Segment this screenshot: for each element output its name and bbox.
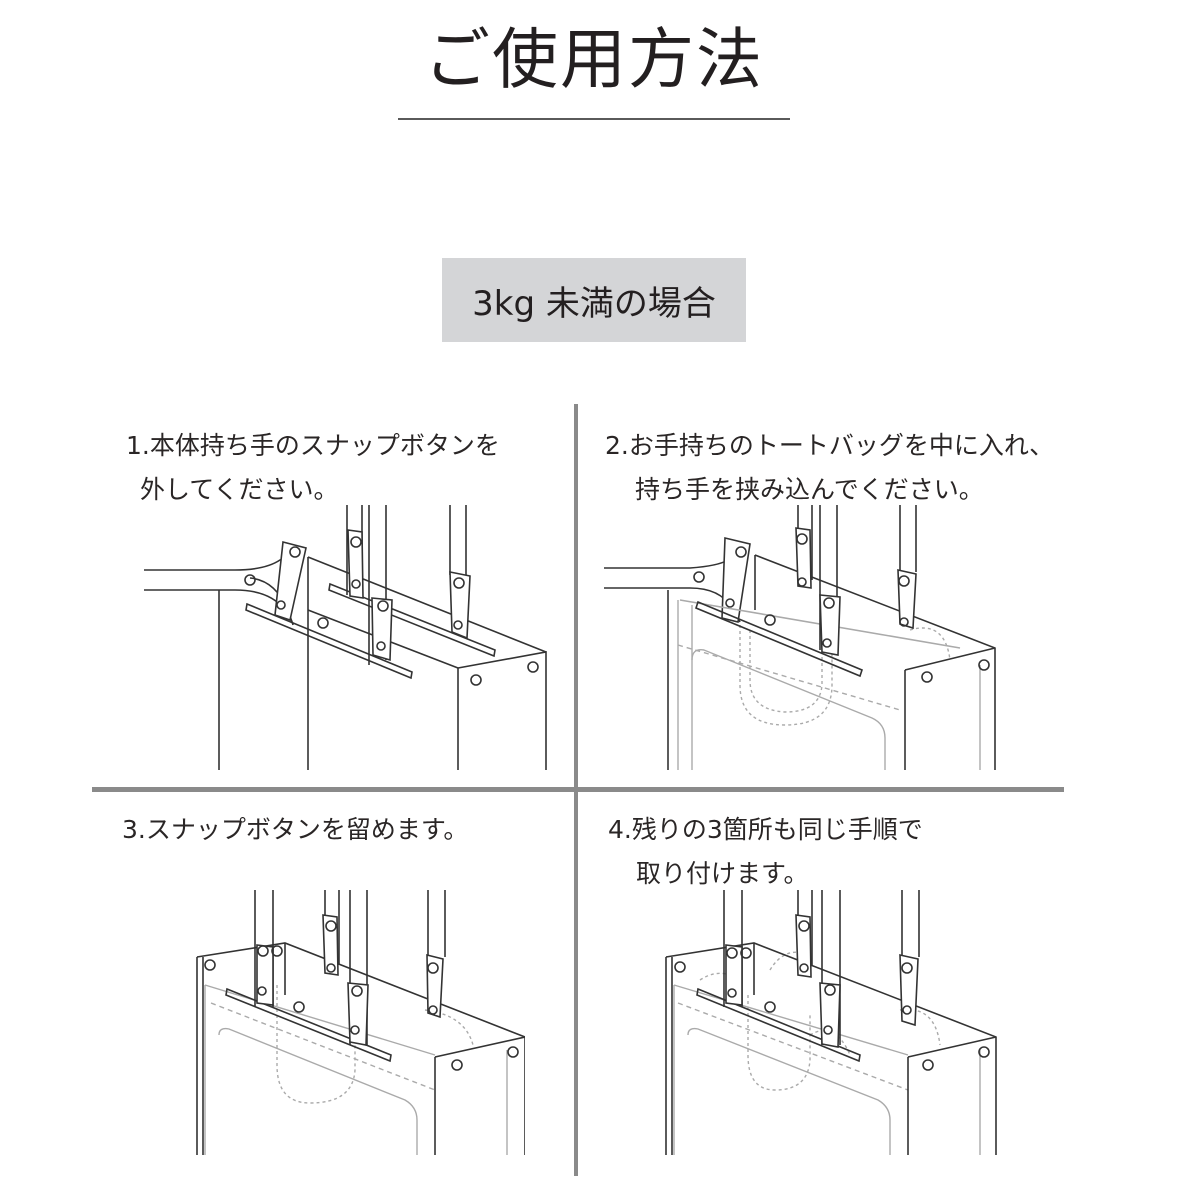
step-3-line-1: 3.スナップボタンを留めます。 [122,815,469,844]
step-1-instruction: 1.本体持ち手のスナップボタンを 外してください。 [126,424,500,512]
step-1-illustration [140,500,560,780]
step-2-line-2: 持ち手を挟み込んでください。 [635,475,984,504]
page-title: ご使用方法 [424,21,764,98]
step-1-line-2: 外してください。 [140,475,339,504]
title-underline [398,118,790,120]
step-2-line-1: 2.お手持ちのトートバッグを中に入れ、 [605,431,1055,460]
step-3-instruction: 3.スナップボタンを留めます。 [122,808,468,852]
step-2-instruction: 2.お手持ちのトートバッグを中に入れ、 持ち手を挟み込んでください。 [605,424,1054,512]
step-4-line-2: 取り付けます。 [636,859,809,888]
step-1-line-1: 1.本体持ち手のスナップボタンを [126,431,500,460]
horizontal-divider [92,787,1064,792]
section-badge: 3kg 未満の場合 [442,258,746,342]
step-4-instruction: 4.残りの3箇所も同じ手順で 取り付けます。 [608,808,923,896]
step-4-line-1: 4.残りの3箇所も同じ手順で [608,815,923,844]
step-3-illustration [185,885,525,1175]
section-badge-label: 3kg 未満の場合 [472,283,716,324]
step-2-illustration [600,500,1020,780]
step-4-illustration [650,885,1000,1175]
